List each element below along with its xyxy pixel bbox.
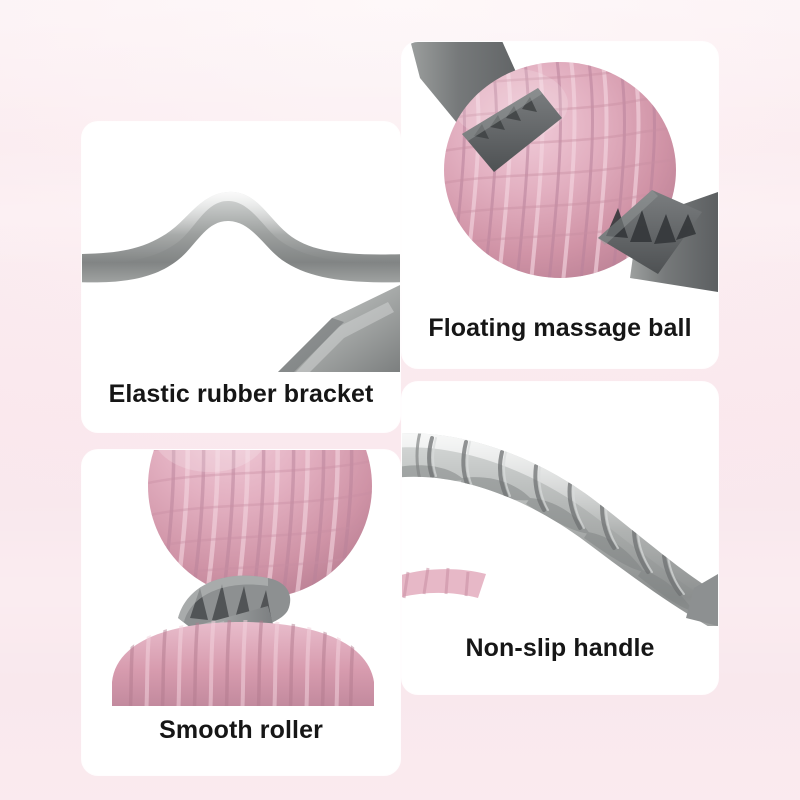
- handle-pink-fragment: [402, 567, 486, 599]
- ball-collar-lower: [598, 190, 702, 274]
- elastic-rubber-bracket-image: [82, 122, 400, 372]
- ball-collar-upper: [462, 88, 562, 172]
- caption-elastic-rubber-bracket: Elastic rubber bracket: [108, 380, 374, 408]
- bracket-tip-shadow: [278, 318, 344, 372]
- bracket-bar: [82, 191, 400, 283]
- bracket-tip-highlight: [296, 302, 394, 372]
- panel-non-slip-handle[interactable]: Non-slip handle: [402, 382, 718, 694]
- non-slip-handle-image: [402, 382, 718, 626]
- bracket-highlight: [82, 191, 400, 264]
- caption-smooth-roller: Smooth roller: [159, 716, 323, 744]
- panel-smooth-roller[interactable]: Smooth roller: [82, 450, 400, 775]
- handle-grip-ridges: [402, 433, 718, 612]
- panel-elastic-rubber-bracket[interactable]: Elastic rubber bracket: [82, 122, 400, 432]
- caption-floating-massage-ball: Floating massage ball: [428, 314, 692, 342]
- floating-massage-ball-image: [402, 42, 718, 304]
- smooth-roller-image: [82, 450, 400, 706]
- panel-floating-massage-ball[interactable]: Floating massage ball: [402, 42, 718, 368]
- caption-non-slip-handle: Non-slip handle: [465, 634, 655, 662]
- handle-end-tip: [686, 574, 718, 626]
